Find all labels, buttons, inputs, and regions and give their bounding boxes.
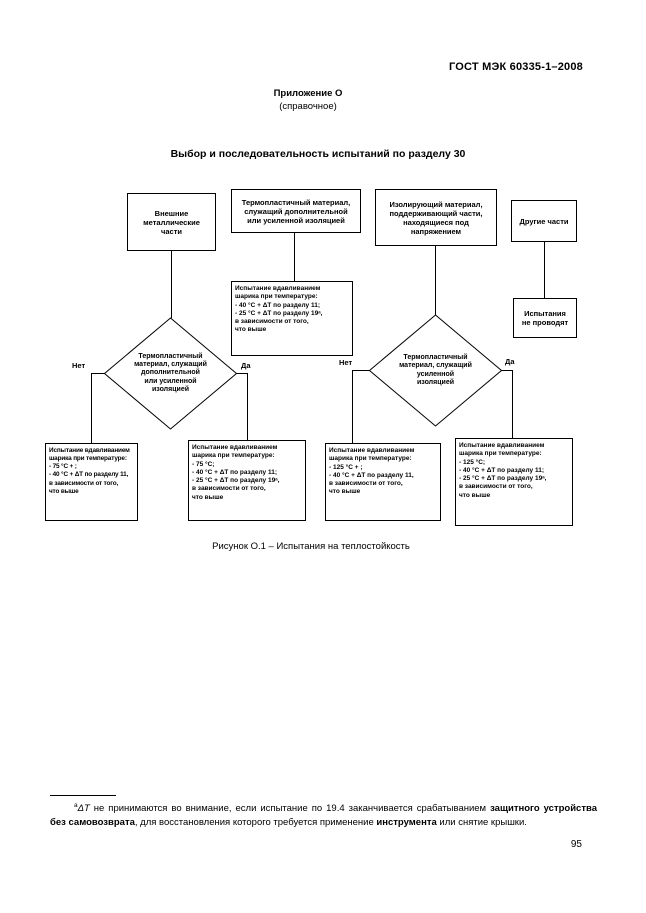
footnote-delta-t: ΔТ [77, 803, 90, 815]
footnote-bold-text: инструмента [376, 816, 437, 828]
branch-label-no: Нет [339, 358, 353, 367]
flowchart-box-insulating-material-live-parts: Изолирующий материал, поддерживающий час… [375, 189, 497, 246]
flowchart-box-ball-pressure-test-75-40: Испытание вдавливанием шарика при темпер… [45, 443, 138, 521]
connector-no-branch [91, 373, 105, 443]
document-header: ГОСТ МЭК 60335-1–2008 [448, 61, 583, 73]
appendix-label: Приложение О [273, 88, 343, 99]
footnote-rule [50, 795, 116, 796]
flowchart-box-ball-pressure-test-125-40: Испытание вдавливанием шарика при темпер… [325, 443, 441, 521]
connector-yes-branch [236, 373, 248, 440]
branch-label-no: Нет [72, 361, 86, 370]
decision-reinforced: Термопластичный материал, служащий усиле… [399, 354, 472, 386]
flowchart-box-thermoplastic-supplementary-reinforced: Термопластичный материал, служащий допол… [231, 189, 361, 233]
figure-caption: Рисунок О.1 – Испытания на теплостойкост… [212, 541, 410, 552]
flowchart-box-other-parts: Другие части [511, 200, 577, 242]
decision-diamond-shape [368, 314, 503, 427]
branch-label-yes: Да [241, 361, 251, 370]
footnote-text: не принимаются во внимание, если испытан… [89, 803, 491, 815]
page-number: 95 [570, 839, 582, 850]
footnote-marker: а [74, 802, 78, 809]
connector-no-branch [352, 370, 370, 443]
flowchart-box-external-metal-parts: Внешние металлические части [127, 193, 216, 251]
figure-title: Выбор и последовательность испытаний по … [170, 148, 466, 160]
connector-yes-branch [501, 370, 513, 438]
footnote: аΔТ не принимаются во внимание, если исп… [50, 801, 597, 830]
flowchart-box-ball-pressure-test-125-40-25: Испытание вдавливанием шарика при темпер… [455, 438, 573, 526]
flowchart-box-no-test: Испытания не проводят [513, 298, 577, 338]
appendix-type: (справочное) [279, 101, 337, 112]
decision-supplementary-or-reinforced: Термопластичный материал, служащий допол… [134, 352, 207, 393]
flowchart-box-ball-pressure-test-75-40-25: Испытание вдавливанием шарика при темпер… [188, 440, 306, 521]
flowchart-box-ball-pressure-test-40-25: Испытание вдавливанием шарика при темпер… [231, 281, 353, 356]
decision-diamond-shape [103, 317, 238, 430]
branch-label-yes: Да [505, 357, 515, 366]
footnote-text: или снятие крышки. [436, 816, 527, 828]
footnote-bold-text: защитного устройства без самовозврата [50, 803, 597, 828]
footnote-text: , для восстановления которого требуется … [134, 816, 377, 828]
